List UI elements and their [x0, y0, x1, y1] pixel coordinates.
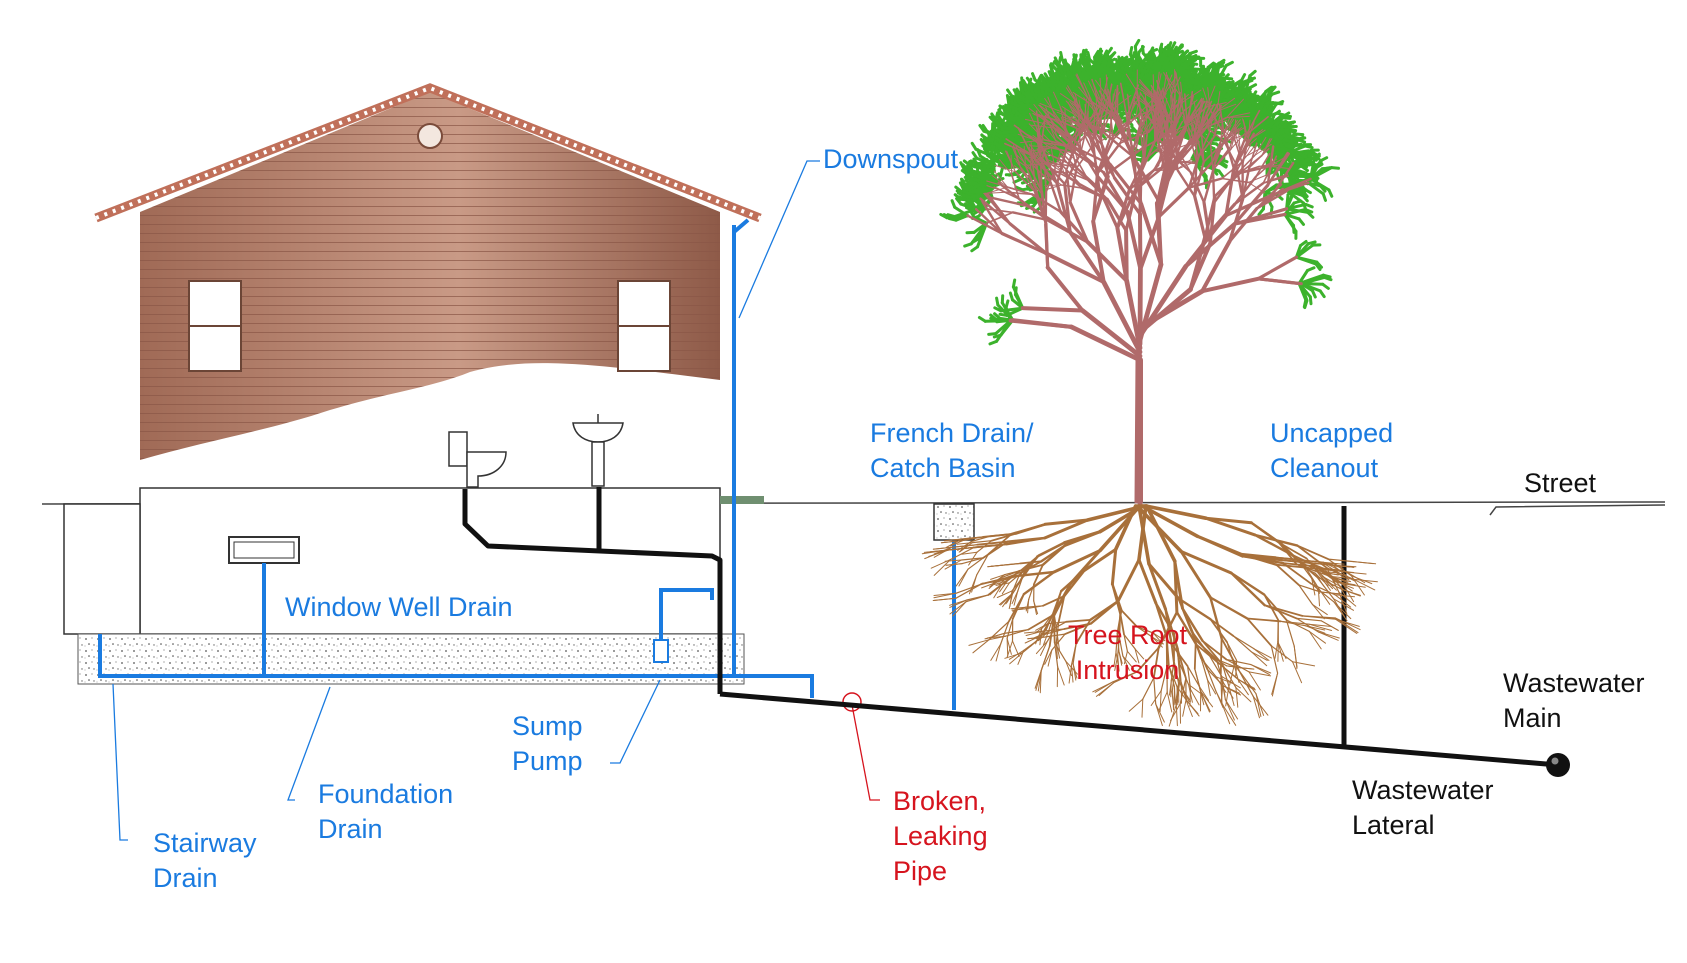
label-sump-pump: Sump Pump: [512, 711, 583, 776]
window-right: [617, 280, 671, 372]
sewer-lines: [462, 487, 1559, 768]
street-curb: [1489, 504, 1666, 516]
sump-discharge-pipe: [659, 588, 714, 662]
basement: [63, 487, 764, 685]
label-stairway-drain: Stairway Drain: [153, 828, 257, 893]
label-window-well-drain: Window Well Drain: [285, 592, 513, 622]
label-foundation-drain: Foundation Drain: [318, 779, 454, 844]
label-french-drain: French Drain/ Catch Basin: [870, 418, 1034, 483]
sump-pump-icon: [653, 639, 669, 663]
window-left: [188, 280, 242, 372]
wastewater-main-icon: [1546, 753, 1570, 777]
catch-basin-icon: [933, 503, 975, 541]
label-tree-root-intrusion: Tree Root Intrusion: [1068, 620, 1188, 685]
toilet-icon: [448, 431, 507, 488]
drain-lines: [98, 218, 956, 710]
label-wastewater-lateral: Wastewater Lateral: [1352, 775, 1494, 840]
foundation-drain-pipe: [98, 634, 814, 698]
label-downspout: Downspout: [823, 144, 959, 174]
tree: [921, 38, 1378, 727]
label-wastewater-main: Wastewater Main: [1503, 668, 1645, 733]
label-street: Street: [1524, 468, 1597, 498]
label-broken-leaking-pipe: Broken, Leaking Pipe: [893, 786, 988, 886]
leader-lines: [112, 160, 820, 841]
label-uncapped-cleanout: Uncapped Cleanout: [1270, 418, 1394, 483]
sink-icon: [572, 414, 624, 487]
house: [94, 83, 762, 488]
